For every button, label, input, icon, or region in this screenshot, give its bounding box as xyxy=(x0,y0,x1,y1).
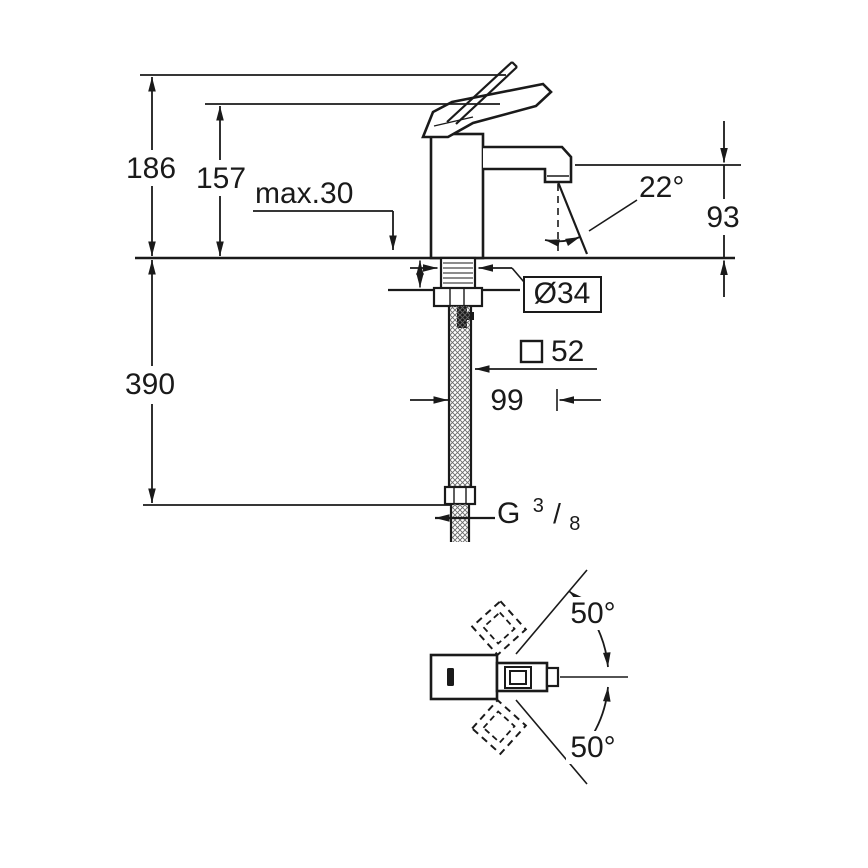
dimension-spout-projection: 99 xyxy=(410,384,601,417)
label-max-thickness: max.30 xyxy=(255,177,353,210)
label-height-to-top: 157 xyxy=(196,162,246,195)
topview-handle-mark xyxy=(447,668,454,686)
swivel-ext-upper xyxy=(515,569,588,655)
faucet-spout xyxy=(483,145,573,184)
mounting-assembly xyxy=(388,256,520,542)
dimension-stream-angle: 22° xyxy=(544,171,684,255)
topview-handle-body xyxy=(429,653,499,701)
faucet-body xyxy=(429,132,485,260)
topview-aerator-inner xyxy=(509,670,527,685)
faucet-top-view: 50° 50° xyxy=(429,569,628,785)
faucet-lever xyxy=(421,82,553,139)
label-swivel-lower: 50° xyxy=(570,731,615,764)
topview-spout-tip xyxy=(545,666,560,688)
label-stream-angle: 22° xyxy=(639,171,684,204)
mounting-nut xyxy=(432,286,484,308)
label-hose-length: 390 xyxy=(125,368,175,401)
handle-position-upper xyxy=(470,599,528,657)
flexible-hose-upper xyxy=(447,306,473,487)
thread-numerator: 3 xyxy=(533,495,544,517)
thread-denominator: 8 xyxy=(569,513,580,535)
lever-detail-line xyxy=(433,116,474,127)
label-hole-diameter: Ø34 xyxy=(534,277,591,310)
swivel-ext-lower xyxy=(515,699,588,785)
water-stream-line xyxy=(556,181,589,255)
angle-arc-22 xyxy=(544,236,581,247)
mounting-nut-flats xyxy=(449,288,465,306)
label-height-total: 186 xyxy=(126,152,176,185)
shank-threads xyxy=(443,262,473,284)
dimension-height-to-top: 157 xyxy=(192,103,500,256)
square-symbol xyxy=(519,339,544,364)
handle-position-lower xyxy=(470,698,528,756)
dimension-hose-length: 390 xyxy=(118,260,452,506)
label-swivel-upper: 50° xyxy=(570,597,615,630)
dimension-hole-diameter: Ø34 xyxy=(410,264,602,313)
label-outlet-height: 93 xyxy=(706,201,739,234)
lever-raised-outline xyxy=(446,61,518,125)
dimension-max-counter-thickness: max.30 xyxy=(253,177,424,288)
thread-slash: / xyxy=(553,498,561,529)
hose-fitting-nut xyxy=(443,485,477,506)
dimension-base-square: 52 xyxy=(475,335,597,373)
o34-label-box xyxy=(523,276,602,313)
label-thread: G 3 / 8 xyxy=(497,486,580,535)
dimension-thread: G 3 / 8 xyxy=(435,486,580,535)
leader-o34 xyxy=(511,267,525,283)
hose-fitting-nut-flats xyxy=(453,487,467,504)
dimension-spout-outlet-height: 93 xyxy=(575,121,749,297)
leader-22 xyxy=(588,199,638,232)
dimension-total-height: 186 xyxy=(119,74,506,256)
thread-g: G xyxy=(497,497,520,530)
flexible-hose-lower xyxy=(449,504,471,542)
faucet-side-view xyxy=(421,61,573,260)
topview-aerator-outer xyxy=(504,666,532,689)
label-spout-projection: 99 xyxy=(490,384,523,417)
label-base-square: 52 xyxy=(551,335,584,368)
